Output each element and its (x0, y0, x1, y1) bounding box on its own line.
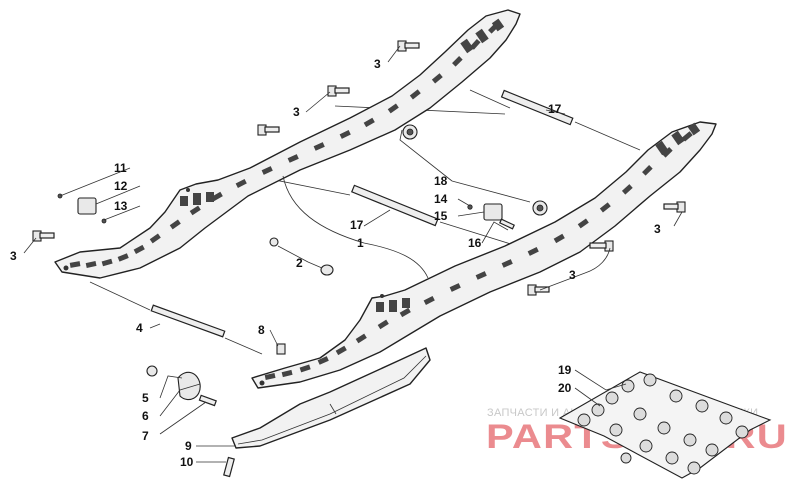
callout-3-upper: 3 (293, 105, 300, 119)
leader-lines (23, 45, 683, 463)
wear-strip-9 (231, 347, 431, 449)
right-slide-rail (251, 121, 717, 389)
callout-2: 2 (296, 256, 303, 270)
left-slide-rail (54, 9, 521, 279)
callout-labels: 3 3 3 3 3 3 1 2 4 5 6 7 8 9 10 11 12 13 … (10, 57, 661, 469)
callout-17-upper: 17 (548, 102, 562, 116)
wheel-mount-6 (177, 371, 201, 401)
bolt-7 (198, 394, 217, 407)
bolt-3-left (257, 124, 280, 136)
block-15-16 (483, 203, 503, 221)
nut-5 (146, 365, 158, 377)
callout-8: 8 (258, 323, 265, 337)
callout-18: 18 (434, 174, 448, 188)
block-12 (77, 197, 97, 215)
callout-13: 13 (114, 199, 128, 213)
hardware (57, 124, 548, 478)
cross-shaft-17-upper (500, 89, 574, 126)
callout-6: 6 (142, 409, 149, 423)
bolt-3-top (397, 40, 420, 52)
track-clip-assembly (558, 371, 772, 479)
callout-11: 11 (114, 161, 127, 175)
callout-14: 14 (434, 192, 448, 206)
callout-3-top: 3 (374, 57, 381, 71)
callout-3-right: 3 (654, 222, 661, 236)
callout-4: 4 (136, 321, 143, 335)
cross-shaft-17-lower (350, 184, 439, 227)
callout-7: 7 (142, 429, 149, 443)
callout-9: 9 (185, 439, 192, 453)
screw-10 (223, 456, 235, 478)
left-rail-slots (69, 18, 505, 268)
spacer-2-b (320, 264, 334, 276)
callout-10: 10 (180, 455, 194, 469)
callout-12: 12 (114, 179, 128, 193)
callout-17-lower: 17 (350, 218, 364, 232)
washer-2-a (269, 237, 279, 247)
callout-16: 16 (468, 236, 482, 250)
callout-3-left: 3 (10, 249, 17, 263)
callout-15: 15 (434, 209, 448, 223)
nut-14 (467, 204, 473, 210)
right-rail-slots (264, 122, 701, 380)
callout-20: 20 (558, 381, 572, 395)
callout-1: 1 (357, 236, 364, 250)
callout-3-lower-right-dup: 3 (570, 268, 577, 282)
callout-5: 5 (142, 391, 149, 405)
bolt-3-upper-mid (327, 85, 350, 97)
track-lugs (577, 373, 749, 475)
rear-axle-4 (150, 304, 226, 338)
callout-3-lower-right: 3 (569, 268, 576, 282)
callout-19: 19 (558, 363, 572, 377)
bolt-3-right (663, 201, 686, 213)
bolt-3-far-left (32, 230, 55, 242)
plug-8 (276, 343, 286, 355)
